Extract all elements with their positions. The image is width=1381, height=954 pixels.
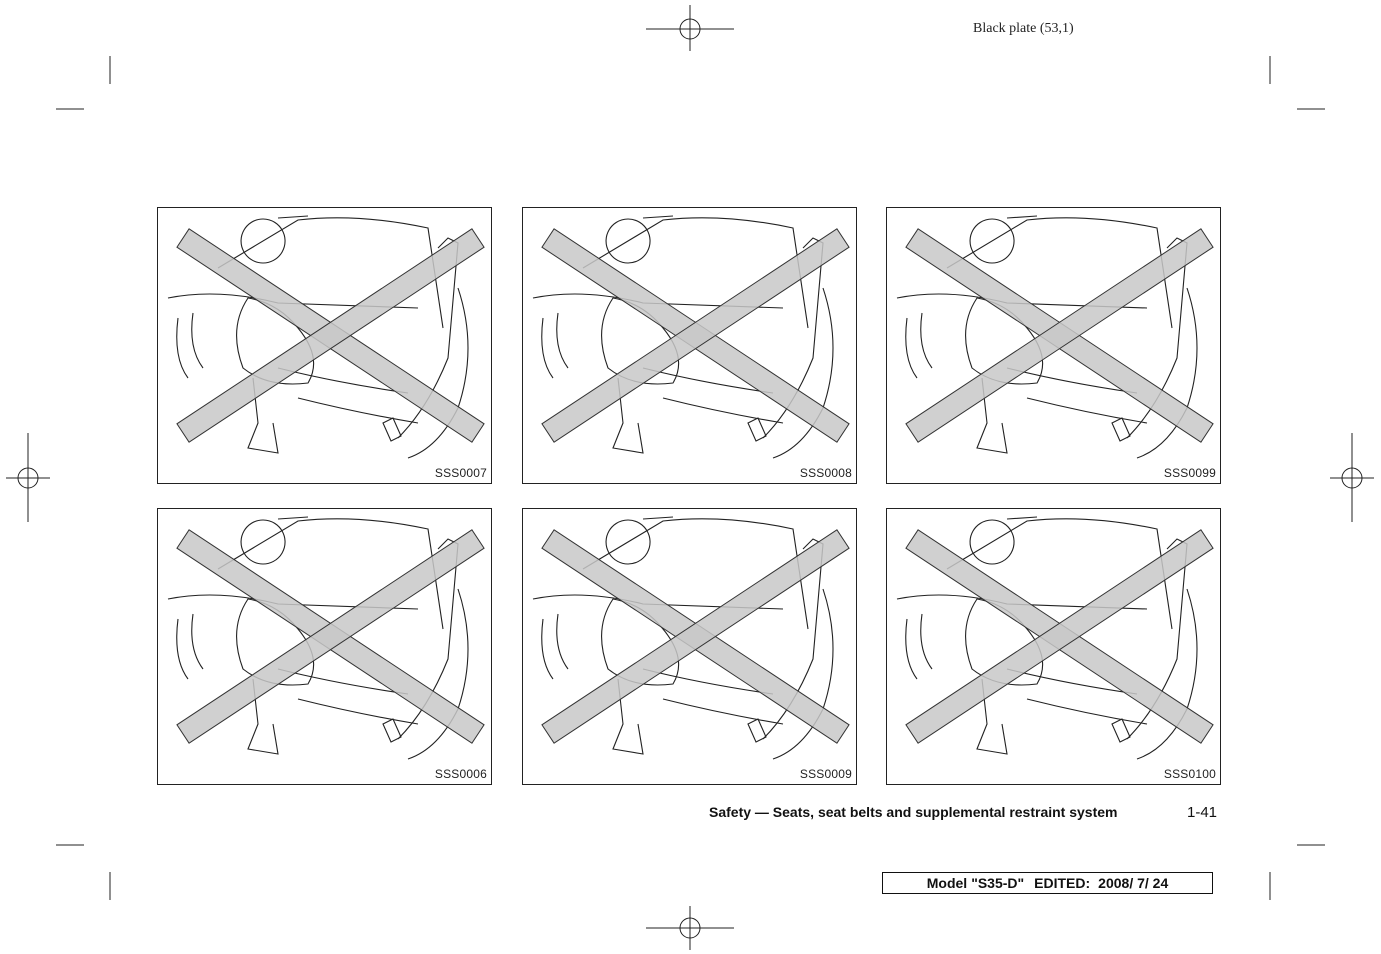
figure-code: SSS0009 (799, 767, 852, 781)
windshield-line (946, 215, 1173, 329)
seat-back-outline (407, 287, 469, 459)
section-title: Safety — Seats, seat belts and supplemen… (709, 804, 1118, 820)
child-seat-airbag-prohibited-icon (896, 516, 1214, 760)
seat-belt-buckle (382, 718, 402, 743)
child-kneeling-prohibited-icon (167, 516, 485, 760)
child-head (240, 218, 286, 264)
seat-belt-buckle (382, 417, 402, 442)
dash-vent-lines (541, 613, 569, 680)
seat-back-outline (407, 588, 469, 760)
child-leg (976, 377, 1008, 454)
figure-panel-2: SSS0008 (522, 207, 857, 484)
model-label: Model (926, 875, 968, 891)
seat-belt-buckle (747, 417, 767, 442)
figure-code: SSS0007 (434, 466, 487, 480)
child-on-lap-prohibited-icon (896, 215, 1214, 459)
figure-code: SSS0008 (799, 466, 852, 480)
windshield-line (946, 516, 1173, 630)
dash-vent-lines (541, 312, 569, 379)
figure-panel-1: SSS0007 (157, 207, 492, 484)
figure-code: SSS0006 (434, 767, 487, 781)
edited-label: EDITED: (1034, 875, 1091, 891)
seat-back-outline (772, 287, 834, 459)
child-leg (247, 678, 279, 755)
seat-belt-buckle (1111, 417, 1131, 442)
windshield-line (582, 215, 809, 329)
figure-code: SSS0100 (1163, 767, 1216, 781)
plate-label: Black plate (53,1) (973, 21, 1074, 36)
seat-back-outline (772, 588, 834, 760)
model-stamp: Model "S35-D" EDITED: 2008/ 7/ 24 (882, 872, 1213, 894)
child-leg (612, 377, 644, 454)
edited-date: 2008/ 7/ 24 (1098, 875, 1169, 891)
figure-panel-6: SSS0100 (886, 508, 1221, 785)
model-code: "S35-D" (971, 875, 1025, 891)
page-number: 1-41 (1187, 804, 1218, 821)
seat-back-outline (1136, 588, 1198, 760)
child-leaning-dash-prohibited-icon (532, 215, 850, 459)
windshield-line (217, 215, 444, 329)
child-head (605, 218, 651, 264)
child-head (605, 519, 651, 565)
child-leg (612, 678, 644, 755)
figure-panel-5: SSS0009 (522, 508, 857, 785)
child-head (969, 519, 1015, 565)
seat-back-outline (1136, 287, 1198, 459)
figure-panel-3: SSS0099 (886, 207, 1221, 484)
child-head (240, 519, 286, 565)
dash-vent-lines (905, 312, 933, 379)
child-head (969, 218, 1015, 264)
dash-vent-lines (176, 613, 204, 680)
figure-code: SSS0099 (1163, 466, 1216, 480)
child-hanging-out-prohibited-icon (532, 516, 850, 760)
windshield-line (582, 516, 809, 630)
dash-vent-lines (176, 312, 204, 379)
child-leg (976, 678, 1008, 755)
child-standing-prohibited-icon (167, 215, 485, 459)
figure-panel-4: SSS0006 (157, 508, 492, 785)
windshield-line (217, 516, 444, 630)
seat-belt-buckle (747, 718, 767, 743)
dash-vent-lines (905, 613, 933, 680)
child-leg (247, 377, 279, 454)
seat-belt-buckle (1111, 718, 1131, 743)
